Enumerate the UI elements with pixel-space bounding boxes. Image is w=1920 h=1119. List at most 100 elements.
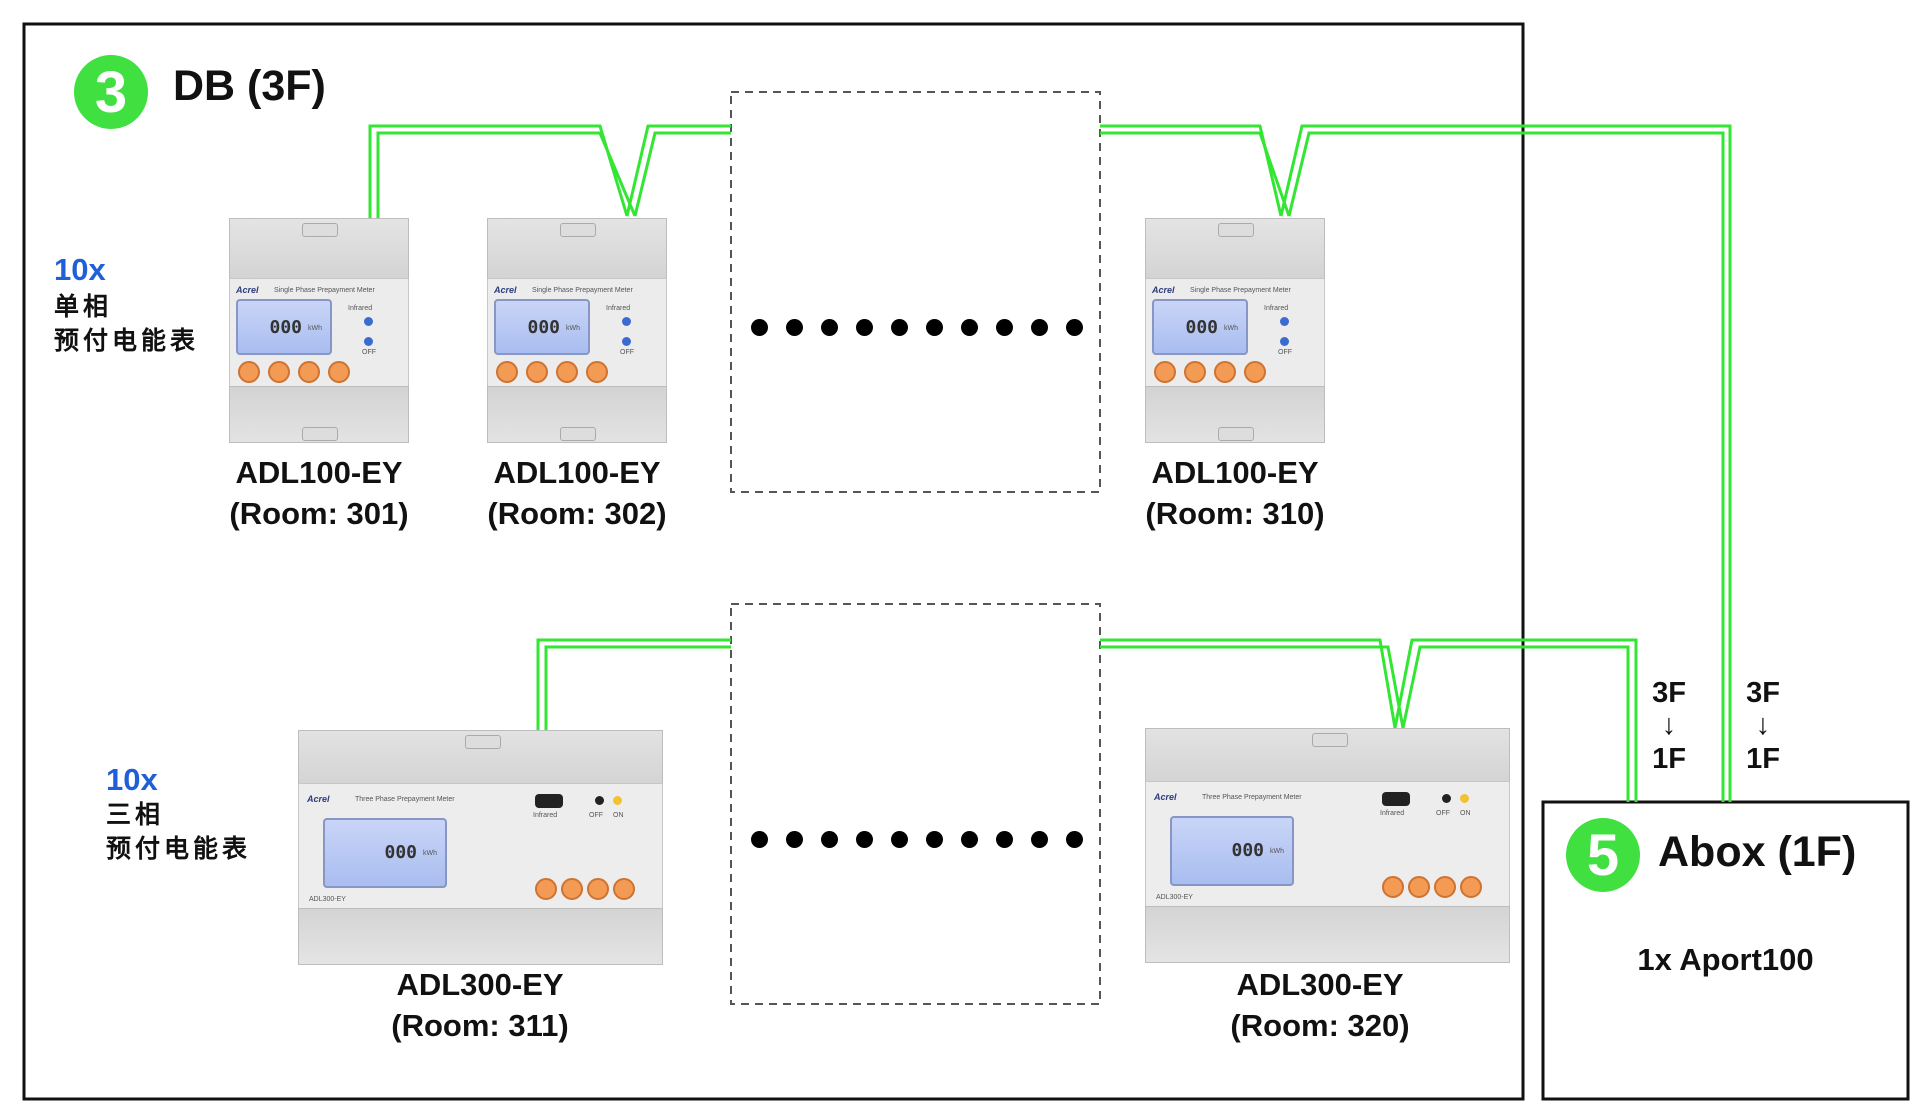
lcd-display: 000 kWh: [1152, 299, 1248, 355]
infrared-print: Infrared: [606, 305, 631, 312]
omitted-meters-box-top: [730, 91, 1101, 493]
meter-name-print: Single Phase Prepayment Meter: [274, 287, 375, 294]
meter-button: [1244, 361, 1266, 383]
lcd-unit: kWh: [1224, 325, 1238, 332]
three-phase-meter: Acrel Three Phase Prepayment Meter 000 k…: [1145, 728, 1510, 963]
off-print: OFF: [589, 812, 603, 819]
meter-button: [1154, 361, 1176, 383]
infrared-print: Infrared: [348, 305, 373, 312]
meter-button: [496, 361, 518, 383]
off-print: OFF: [1278, 349, 1292, 356]
three-phase-label-line2: 预付电能表: [106, 835, 252, 863]
meter-room-label: (Room: 301): [229, 496, 409, 531]
single-phase-count: 10x: [54, 252, 106, 287]
floor-link-to: 1F: [1746, 743, 1780, 775]
infrared-print: Infrared: [1380, 810, 1405, 817]
led-indicator: [622, 317, 631, 326]
meter-name-print: Single Phase Prepayment Meter: [532, 287, 633, 294]
single-phase-label-line2: 预付电能表: [54, 327, 200, 355]
down-arrow-icon: ↓: [1755, 709, 1771, 741]
infrared-print: Infrared: [533, 812, 558, 819]
brand-logo: Acrel: [236, 285, 259, 295]
down-arrow-icon: ↓: [1661, 709, 1677, 741]
lcd-reading: 000: [1185, 317, 1218, 338]
led-indicator: [364, 337, 373, 346]
floor-link-from: 3F: [1652, 677, 1686, 709]
meter-name-print: Three Phase Prepayment Meter: [355, 796, 455, 803]
meter-button: [268, 361, 290, 383]
single-phase-meter: Acrel Single Phase Prepayment Meter 000 …: [1145, 218, 1325, 443]
meter-button: [1408, 876, 1430, 898]
meter-button: [298, 361, 320, 383]
lcd-unit: kWh: [423, 850, 437, 857]
led-indicator: [595, 796, 604, 805]
off-print: OFF: [620, 349, 634, 356]
db-title: DB (3F): [173, 62, 326, 110]
three-phase-label-line1: 三相: [106, 801, 165, 829]
db-box: [22, 22, 1525, 1101]
on-print: ON: [613, 812, 624, 819]
meter-model-label: ADL100-EY: [1151, 455, 1319, 490]
meter-model-label: ADL300-EY: [396, 967, 564, 1002]
lcd-reading: 000: [1231, 840, 1264, 861]
lcd-display: 000 kWh: [323, 818, 447, 888]
meter-button: [613, 878, 635, 900]
brand-logo: Acrel: [1154, 792, 1177, 802]
lcd-reading: 000: [384, 842, 417, 863]
meter-model-print: ADL300-EY: [1156, 894, 1193, 901]
led-indicator: [1460, 794, 1469, 803]
abox-title: Abox (1F): [1658, 828, 1857, 876]
meter-model-label: ADL300-EY: [1236, 967, 1404, 1002]
off-print: OFF: [1436, 810, 1450, 817]
db-number-badge: 3: [74, 55, 148, 129]
meter-button: [535, 878, 557, 900]
floor-link-to: 1F: [1652, 743, 1686, 775]
meter-room-label: (Room: 311): [391, 1008, 569, 1043]
led-indicator: [1280, 337, 1289, 346]
led-indicator: [613, 796, 622, 805]
meter-room-label: (Room: 320): [1230, 1008, 1410, 1043]
omitted-meters-box-bottom: [730, 603, 1101, 1005]
led-indicator: [1442, 794, 1451, 803]
abox-number-badge: 5: [1566, 818, 1640, 892]
meter-model-label: ADL100-EY: [235, 455, 403, 490]
brand-logo: Acrel: [494, 285, 517, 295]
off-print: OFF: [362, 349, 376, 356]
meter-button: [561, 878, 583, 900]
meter-button: [1184, 361, 1206, 383]
meter-room-label: (Room: 302): [487, 496, 667, 531]
infrared-print: Infrared: [1264, 305, 1289, 312]
meter-button: [328, 361, 350, 383]
lcd-display: 000 kWh: [1170, 816, 1294, 886]
rs485-bus-top: [368, 124, 1732, 802]
meter-button: [1460, 876, 1482, 898]
brand-logo: Acrel: [307, 794, 330, 804]
led-indicator: [1280, 317, 1289, 326]
meter-button: [1382, 876, 1404, 898]
meter-button: [1214, 361, 1236, 383]
lcd-display: 000 kWh: [494, 299, 590, 355]
on-print: ON: [1460, 810, 1471, 817]
meter-name-print: Three Phase Prepayment Meter: [1202, 794, 1302, 801]
lcd-unit: kWh: [1270, 848, 1284, 855]
meter-button: [1434, 876, 1456, 898]
led-indicator: [622, 337, 631, 346]
lcd-display: 000 kWh: [236, 299, 332, 355]
three-phase-count: 10x: [106, 762, 158, 797]
meter-button: [556, 361, 578, 383]
meter-model-print: ADL300-EY: [309, 896, 346, 903]
meter-name-print: Single Phase Prepayment Meter: [1190, 287, 1291, 294]
meter-model-label: ADL100-EY: [493, 455, 661, 490]
abox-box: [1541, 800, 1910, 1101]
meter-button: [238, 361, 260, 383]
meter-room-label: (Room: 310): [1145, 496, 1325, 531]
single-phase-meter: Acrel Single Phase Prepayment Meter 000 …: [487, 218, 667, 443]
lcd-unit: kWh: [308, 325, 322, 332]
led-indicator: [364, 317, 373, 326]
brand-logo: Acrel: [1152, 285, 1175, 295]
single-phase-label-line1: 单相: [54, 293, 113, 321]
floor-link-from: 3F: [1746, 677, 1780, 709]
lcd-unit: kWh: [566, 325, 580, 332]
meter-button: [587, 878, 609, 900]
